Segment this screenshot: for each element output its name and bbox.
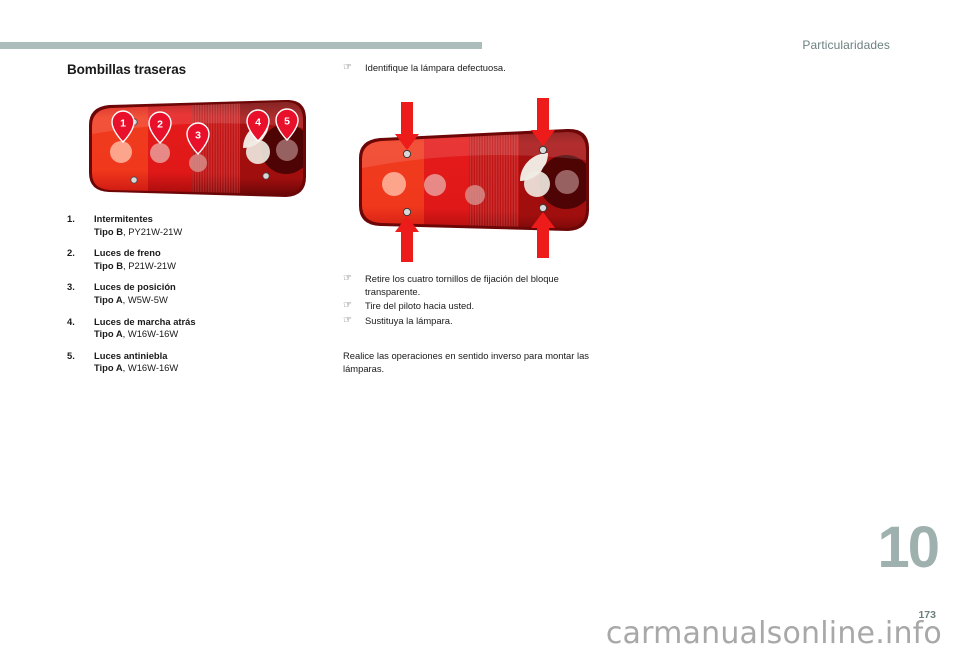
instruction-text: Retire los cuatro tornillos de fijación … xyxy=(365,273,559,297)
part-name: Luces de marcha atrás xyxy=(94,315,196,327)
screw-bottom-right xyxy=(262,172,270,180)
list-item: 2. Luces de freno Tipo B, P21W-21W xyxy=(67,247,317,272)
screw-group xyxy=(402,145,548,217)
screw-bottom-left xyxy=(130,176,138,184)
page-number: 173 xyxy=(918,609,936,621)
pointing-hand-icon: ☞ xyxy=(343,273,352,284)
part-type: Tipo A xyxy=(94,328,123,340)
pointing-hand-icon: ☞ xyxy=(343,314,352,326)
part-number: 1. xyxy=(67,213,75,224)
screw-top-left xyxy=(402,149,412,159)
bulb-2 xyxy=(150,143,170,163)
part-type: Tipo A xyxy=(94,362,123,374)
part-bulb: , P21W-21W xyxy=(123,259,176,271)
part-bulb: , W16W-16W xyxy=(122,328,179,340)
taillight-diagram-numbered: 1 2 3 4 5 xyxy=(78,99,310,200)
part-bulb: , W5W-5W xyxy=(122,293,168,305)
marker-5 xyxy=(275,108,299,141)
marker-label-1: 1 xyxy=(120,118,126,130)
part-spec: Tipo A, W16W-16W xyxy=(94,362,317,375)
part-name: Intermitentes xyxy=(94,213,153,224)
list-item: 4. Luces de marcha atrás Tipo A, W16W-16… xyxy=(67,316,317,341)
lamp-gloss xyxy=(92,101,303,134)
taillight-diagram-arrows xyxy=(345,92,597,264)
instruction-step: ☞ Retire los cuatro tornillos de fijació… xyxy=(343,273,601,298)
header-rule xyxy=(0,42,482,49)
list-item: 1. Intermitentes Tipo B, PY21W-21W xyxy=(67,213,317,238)
screw-bottom-right xyxy=(538,203,548,213)
part-type: Tipo B xyxy=(94,225,123,237)
bulb-5 xyxy=(276,139,298,161)
bulb-4 xyxy=(246,140,270,164)
part-spec: Tipo A, W16W-16W xyxy=(94,328,317,341)
chapter-number: 10 xyxy=(877,515,939,580)
bulb-3 xyxy=(189,154,207,172)
marker-4 xyxy=(246,109,270,142)
part-number: 5. xyxy=(67,349,75,361)
marker-2 xyxy=(148,111,172,144)
part-name: Luces antiniebla xyxy=(94,349,168,361)
right-column: ☞ Identifique la lámpara defectuosa. xyxy=(343,62,598,77)
parts-list: 1. Intermitentes Tipo B, PY21W-21W 2. Lu… xyxy=(67,213,317,384)
screw-bottom-left xyxy=(402,207,412,217)
part-number: 3. xyxy=(67,281,75,293)
reverse-lens-crescent xyxy=(520,153,576,209)
instruction-text: Tire del piloto hacia usted. xyxy=(365,300,475,312)
marker-label-2: 2 xyxy=(157,119,163,131)
part-spec: Tipo B, PY21W-21W xyxy=(94,226,317,239)
pointing-hand-icon: ☞ xyxy=(343,300,352,312)
part-number: 2. xyxy=(67,247,75,259)
part-type: Tipo B xyxy=(94,259,123,271)
bulb-5 xyxy=(555,170,579,194)
arrow-top-left-icon xyxy=(395,102,419,150)
arrow-bottom-right-icon xyxy=(531,212,555,258)
lamp-ribs xyxy=(469,131,519,228)
chapter-breadcrumb: Particularidades xyxy=(802,38,890,52)
closing-note: Realice las operaciones en sentido inver… xyxy=(343,350,589,374)
watermark: carmanualsonline.info xyxy=(605,616,942,651)
list-item: 5. Luces antiniebla Tipo A, W16W-16W xyxy=(67,350,317,375)
instruction-text: Identifique la lámpara defectuosa. xyxy=(365,62,506,73)
bulb-1 xyxy=(382,172,406,196)
bulb-4 xyxy=(524,171,550,197)
instruction-text: Sustituya la lámpara. xyxy=(365,314,453,326)
part-spec: Tipo A, W5W-5W xyxy=(94,294,317,307)
arrow-bottom-left-icon xyxy=(395,216,419,262)
pointing-hand-icon: ☞ xyxy=(343,62,352,73)
screw-top-right xyxy=(538,145,548,155)
marker-label-4: 4 xyxy=(255,117,261,129)
instruction-step: ☞ Tire del piloto hacia usted. xyxy=(343,300,601,313)
bulb-2 xyxy=(424,174,446,196)
instruction-step: ☞ Identifique la lámpara defectuosa. xyxy=(343,62,598,75)
instruction-step: ☞ Sustituya la lámpara. xyxy=(343,315,601,328)
bulb-3 xyxy=(465,185,485,205)
lamp-gloss xyxy=(362,131,586,168)
arrow-top-right-icon xyxy=(531,98,555,146)
part-spec: Tipo B, P21W-21W xyxy=(94,260,317,273)
marker-3 xyxy=(186,122,210,155)
marker-label-3: 3 xyxy=(195,130,201,142)
part-number: 4. xyxy=(67,315,75,327)
instruction-list: ☞ Retire los cuatro tornillos de fijació… xyxy=(343,273,601,329)
part-bulb: , PY21W-21W xyxy=(123,225,183,237)
bulb-1 xyxy=(110,141,132,163)
part-name: Luces de posición xyxy=(94,281,176,293)
part-type: Tipo A xyxy=(94,293,123,305)
left-column: Bombillas traseras xyxy=(67,62,312,92)
part-name: Luces de freno xyxy=(94,247,161,259)
page-title: Bombillas traseras xyxy=(67,62,187,77)
list-item: 3. Luces de posición Tipo A, W5W-5W xyxy=(67,281,317,306)
marker-label-5: 5 xyxy=(284,116,290,128)
part-bulb: , W16W-16W xyxy=(122,362,179,374)
marker-1 xyxy=(111,110,135,143)
